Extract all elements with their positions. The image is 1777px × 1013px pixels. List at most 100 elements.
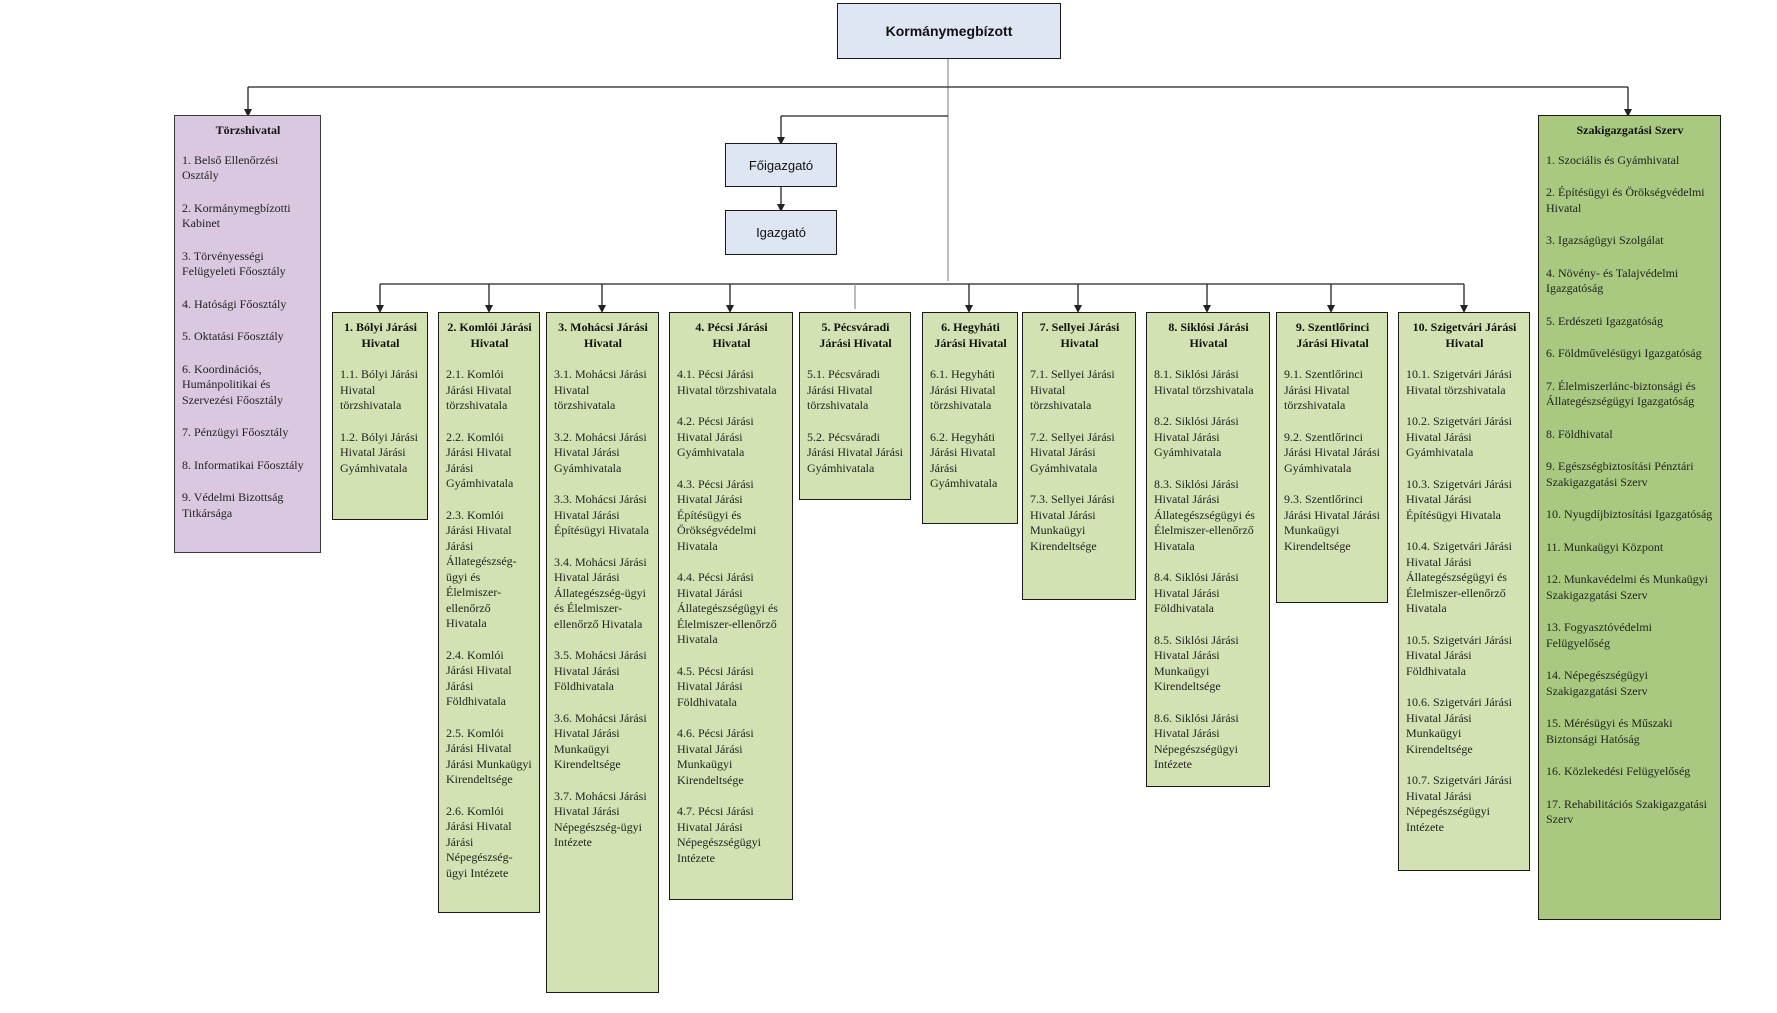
torzshivatal-item: 4. Hatósági Főosztály xyxy=(182,296,287,311)
jarasi-hivatal-item: 4.6. Pécsi Járási Hivatal Járási Munkaüg… xyxy=(677,726,754,787)
jarasi-hivatal-title: 3. Mohácsi Járási Hivatal xyxy=(558,320,648,350)
jarasi-hivatal-item: 1.2. Bólyi Járási Hivatal Járási Gyámhiv… xyxy=(340,429,418,475)
jarasi-hivatal-item: 4.2. Pécsi Járási Hivatal Járási Gyámhiv… xyxy=(677,414,754,459)
jarasi-hivatal-item: 8.1. Siklósi Járási Hivatal törzshivatal… xyxy=(1154,367,1254,397)
szakigazgatasi-szerv-box: Szakigazgatási Szerv 1. Szociális és Gyám… xyxy=(1538,115,1721,920)
szakigazgatasi-item: 9. Egészségbiztosítási Pénztári Szakigaz… xyxy=(1546,459,1694,489)
jarasi-hivatal-title: 7. Sellyei Járási Hivatal xyxy=(1039,320,1120,350)
jarasi-hivatal-box: 3. Mohácsi Járási Hivatal 3.1. Mohácsi Já… xyxy=(546,312,659,993)
jarasi-hivatal-item: 9.1. Szentlőrinci Járási Hivatal törzshi… xyxy=(1284,367,1363,412)
kormanymegbizott-label: Kormánymegbízott xyxy=(885,23,1013,39)
jarasi-hivatal-item: 8.2. Siklósi Járási Hivatal Járási Gyámh… xyxy=(1154,414,1239,459)
jarasi-hivatal-item: 3.7. Mohácsi Járási Hivatal Járási Népeg… xyxy=(554,788,647,850)
jarasi-hivatal-box: 5. Pécsváradi Járási Hivatal 5.1. Pécsvár… xyxy=(799,312,911,500)
jarasi-hivatal-item: 7.2. Sellyei Járási Hivatal Járási Gyámh… xyxy=(1030,429,1115,475)
szakigazgatasi-item: 11. Munkaügyi Központ xyxy=(1546,539,1664,554)
jarasi-hivatal-box: 1. Bólyi Járási Hivatal 1.1. Bólyi Járási… xyxy=(332,312,428,520)
jarasi-hivatal-item: 7.1. Sellyei Járási Hivatal törzshivatal… xyxy=(1030,367,1115,412)
jarasi-hivatal-title: 5. Pécsváradi Járási Hivatal xyxy=(819,320,892,350)
szakigazgatasi-item: 15. Mérésügyi és Műszaki Biztonsági Ható… xyxy=(1546,716,1673,746)
jarasi-hivatal-title: 8. Siklósi Járási Hivatal xyxy=(1168,320,1249,350)
jarasi-hivatal-box: 10. Szigetvári Járási Hivatal 10.1. Szige… xyxy=(1398,312,1530,871)
kormanymegbizott-box: Kormánymegbízott xyxy=(837,3,1061,59)
jarasi-hivatal-item: 4.1. Pécsi Járási Hivatal törzshivatala xyxy=(677,367,777,397)
torzshivatal-title: Törzshivatal xyxy=(215,123,281,137)
jarasi-hivatal-item: 10.1. Szigetvári Járási Hivatal törzshiv… xyxy=(1406,367,1512,397)
jarasi-hivatal-item: 2.3. Komlói Járási Hivatal Járási Állate… xyxy=(446,507,517,631)
szakigazgatasi-item: 10. Nyugdíjbiztosítási Igazgatóság xyxy=(1546,507,1713,521)
jarasi-hivatal-item: 10.2. Szigetvári Járási Hivatal Járási G… xyxy=(1406,414,1512,459)
jarasi-hivatal-box: 7. Sellyei Járási Hivatal 7.1. Sellyei Já… xyxy=(1022,312,1136,600)
jarasi-hivatal-item: 2.5. Komlói Járási Hivatal Járási Munkaü… xyxy=(446,725,532,787)
jarasi-hivatal-item: 1.1. Bólyi Járási Hivatal törzshivatala xyxy=(340,367,418,412)
jarasi-hivatal-title: 2. Komlói Járási Hivatal xyxy=(447,320,532,350)
jarasi-hivatal-item: 2.4. Komlói Járási Hivatal Járási Földhi… xyxy=(446,647,512,709)
szakigazgatasi-item: 12. Munkavédelmi és Munkaügyi Szakigazga… xyxy=(1546,572,1708,602)
jarasi-hivatal-item: 3.6. Mohácsi Járási Hivatal Járási Munka… xyxy=(554,710,647,772)
szakigazgatasi-item: 6. Földművelésügyi Igazgatóság xyxy=(1546,346,1702,360)
szakigazgatasi-item: 4. Növény- és Talajvédelmi Igazgatóság xyxy=(1546,265,1679,296)
jarasi-hivatal-title: 1. Bólyi Járási Hivatal xyxy=(343,320,417,350)
jarasi-hivatal-item: 8.5. Siklósi Járási Hivatal Járási Munka… xyxy=(1154,632,1239,694)
jarasi-hivatal-item: 3.2. Mohácsi Járási Hivatal Járási Gyámh… xyxy=(554,429,647,475)
torzshivatal-item: 6. Koordinációs, Humánpolitikai és Szerv… xyxy=(182,361,283,407)
szakigazgatasi-item: 2. Építésügyi és Örökségvédelmi Hivatal xyxy=(1546,185,1705,215)
szakigazgatasi-item: 5. Erdészeti Igazgatóság xyxy=(1546,313,1663,328)
igazgato-box: Igazgató xyxy=(725,210,837,255)
foigazgato-label: Főigazgató xyxy=(748,157,814,173)
jarasi-hivatal-box: 6. Hegyháti Járási Hivatal 6.1. Hegyháti … xyxy=(922,312,1018,524)
szakigazgatasi-item: 17. Rehabilitációs Szakigazgatási Szerv xyxy=(1546,796,1707,827)
jarasi-hivatal-item: 2.1. Komlói Járási Hivatal törzshivatala xyxy=(446,367,512,412)
jarasi-hivatal-item: 2.2. Komlói Járási Hivatal Járási Gyámhi… xyxy=(446,429,514,491)
jarasi-hivatal-item: 3.1. Mohácsi Járási Hivatal törzshivatal… xyxy=(554,367,647,412)
torzshivatal-item: 1. Belső Ellenőrzési Osztály xyxy=(182,152,279,183)
jarasi-hivatal-item: 5.1. Pécsváradi Járási Hivatal törzshiva… xyxy=(807,367,880,412)
jarasi-hivatal-item: 8.4. Siklósi Járási Hivatal Járási Földh… xyxy=(1154,570,1239,615)
jarasi-hivatal-item: 9.3. Szentlőrinci Járási Hivatal Járási … xyxy=(1284,492,1380,553)
jarasi-hivatal-item: 10.5. Szigetvári Járási Hivatal Járási F… xyxy=(1406,632,1512,678)
jarasi-hivatal-item: 3.4. Mohácsi Járási Hivatal Járási Állat… xyxy=(554,554,647,631)
szakigazgatasi-item: 13. Fogyasztóvédelmi Felügyelőség xyxy=(1546,620,1652,650)
szakigazgatasi-item: 1. Szociális és Gyámhivatal xyxy=(1546,152,1680,167)
jarasi-hivatal-item: 4.5. Pécsi Járási Hivatal Járási Földhiv… xyxy=(677,663,754,709)
jarasi-hivatal-item: 4.4. Pécsi Járási Hivatal Járási Állateg… xyxy=(677,570,778,646)
jarasi-hivatal-item: 6.2. Hegyháti Járási Hivatal Járási Gyám… xyxy=(930,429,998,491)
szakigazgatasi-title: Szakigazgatási Szerv xyxy=(1576,123,1684,137)
jarasi-hivatal-title: 10. Szigetvári Járási Hivatal xyxy=(1412,320,1517,350)
szakigazgatasi-item: 16. Közlekedési Felügyelőség xyxy=(1546,764,1691,778)
torzshivatal-item: 7. Pénzügyi Főosztály xyxy=(182,425,289,439)
torzshivatal-item: 2. Kormánymegbízotti Kabinet xyxy=(182,200,291,231)
szakigazgatasi-item: 8. Földhivatal xyxy=(1546,426,1613,441)
jarasi-hivatal-item: 10.7. Szigetvári Járási Hivatal Járási N… xyxy=(1406,773,1512,834)
jarasi-hivatal-item: 4.3. Pécsi Járási Hivatal Járási Építésü… xyxy=(677,476,757,553)
jarasi-hivatal-item: 3.5. Mohácsi Járási Hivatal Járási Földh… xyxy=(554,648,647,693)
torzshivatal-box: Törzshivatal 1. Belső Ellenőrzési Osztály… xyxy=(174,115,321,553)
foigazgato-box: Főigazgató xyxy=(725,143,837,187)
igazgato-label: Igazgató xyxy=(756,225,806,240)
jarasi-hivatal-item: 2.6. Komlói Járási Hivatal Járási Népegé… xyxy=(446,803,513,880)
jarasi-hivatal-title: 4. Pécsi Járási Hivatal xyxy=(695,320,768,350)
jarasi-hivatal-item: 8.6. Siklósi Járási Hivatal Járási Népeg… xyxy=(1154,710,1239,772)
jarasi-hivatal-item: 10.4. Szigetvári Járási Hivatal Járási Á… xyxy=(1406,539,1512,615)
torzshivatal-item: 5. Oktatási Főosztály xyxy=(182,329,284,343)
jarasi-hivatal-item: 8.3. Siklósi Járási Hivatal Járási Állat… xyxy=(1154,476,1255,553)
torzshivatal-item: 8. Informatikai Főosztály xyxy=(182,457,304,472)
jarasi-hivatal-item: 3.3. Mohácsi Járási Hivatal Járási Építé… xyxy=(554,492,649,537)
jarasi-hivatal-title: 6. Hegyháti Járási Hivatal xyxy=(934,320,1007,350)
szakigazgatasi-item: 7. Élelmiszerlánc-biztonsági és Állategé… xyxy=(1546,378,1696,409)
szakigazgatasi-item: 14. Népegészségügyi Szakigazgatási Szerv xyxy=(1546,668,1648,698)
jarasi-hivatal-box: 4. Pécsi Járási Hivatal 4.1. Pécsi Járási… xyxy=(669,312,793,900)
jarasi-hivatal-item: 6.1. Hegyháti Járási Hivatal törzshivata… xyxy=(930,367,996,412)
szakigazgatasi-item: 3. Igazságügyi Szolgálat xyxy=(1546,233,1664,247)
jarasi-hivatal-item: 7.3. Sellyei Járási Hivatal Járási Munka… xyxy=(1030,492,1115,553)
jarasi-hivatal-box: 9. Szentlőrinci Járási Hivatal 9.1. Szent… xyxy=(1276,312,1388,603)
jarasi-hivatal-title: 9. Szentlőrinci Járási Hivatal xyxy=(1295,320,1370,350)
jarasi-hivatal-item: 10.3. Szigetvári Járási Hivatal Járási É… xyxy=(1406,476,1512,522)
jarasi-hivatal-item: 5.2. Pécsváradi Járási Hivatal Járási Gy… xyxy=(807,429,903,475)
torzshivatal-item: 3. Törvényességi Felügyeleti Főosztály xyxy=(182,248,286,279)
jarasi-hivatal-item: 9.2. Szentlőrinci Járási Hivatal Járási … xyxy=(1284,429,1380,475)
jarasi-hivatal-item: 10.6. Szigetvári Járási Hivatal Járási M… xyxy=(1406,695,1512,756)
jarasi-hivatal-item: 4.7. Pécsi Járási Hivatal Járási Népegés… xyxy=(677,804,761,865)
